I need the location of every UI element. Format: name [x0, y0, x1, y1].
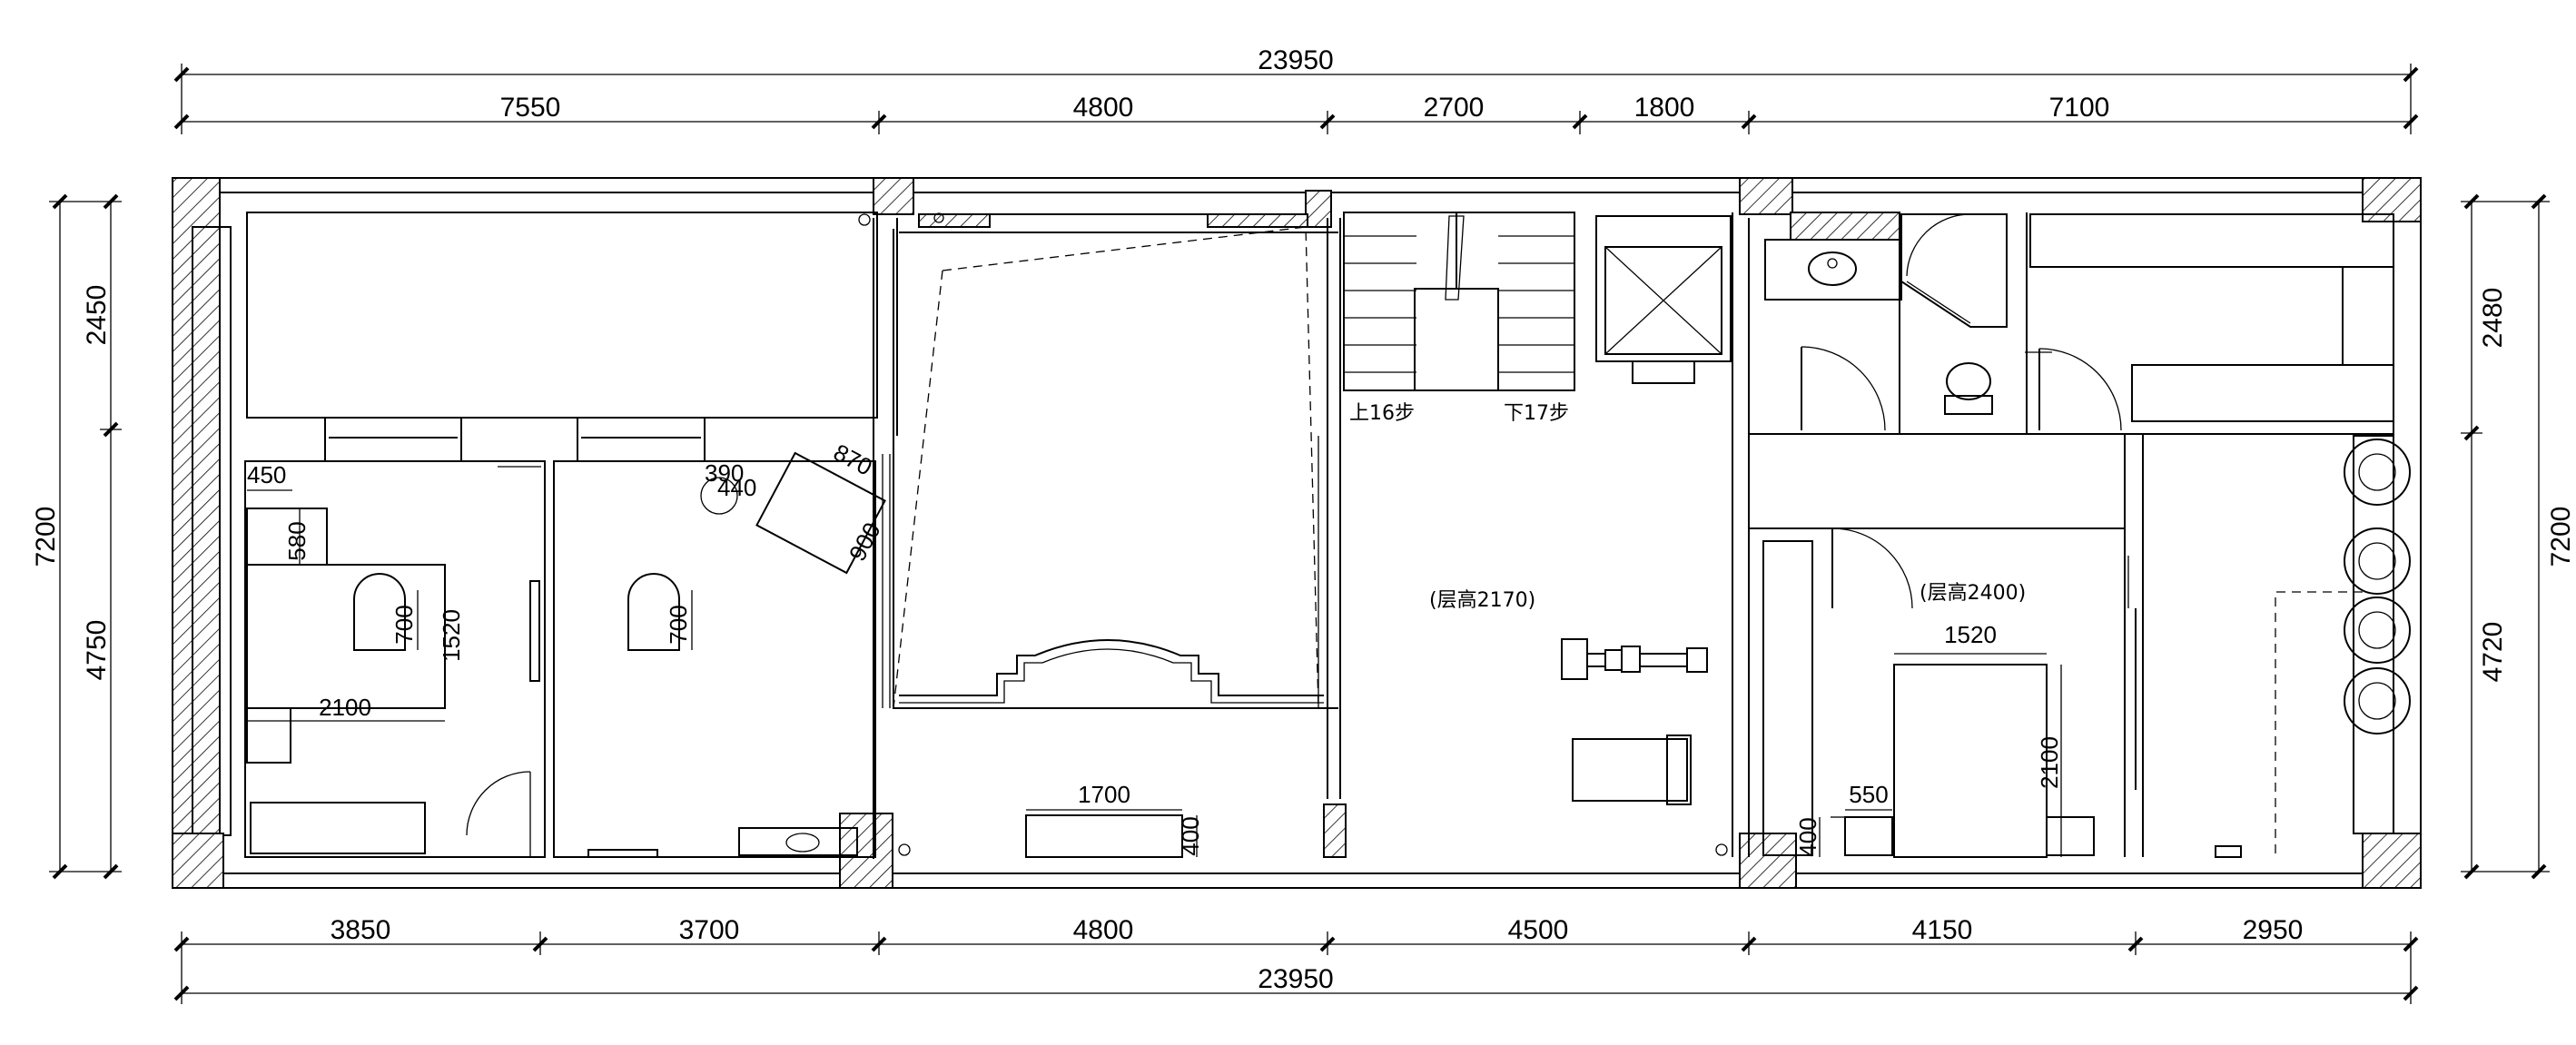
dim-700-left: 700 — [390, 605, 418, 644]
dim-400-living: 400 — [1177, 816, 1204, 855]
dim-440: 440 — [717, 474, 756, 501]
plant-icon — [2344, 439, 2411, 734]
gym-equipment: (层高2170) — [933, 212, 1728, 856]
bathroom — [1764, 212, 2122, 431]
dimension-bottom: 3850 3700 4800 4500 4150 2950 23950 — [173, 915, 2419, 1004]
dim-top-seg-4: 1800 — [1634, 93, 1695, 123]
dim-580: 580 — [283, 521, 311, 560]
living-ceiling-moulding — [893, 213, 1338, 709]
dim-bottom-seg-5: 4150 — [1912, 915, 1973, 945]
dim-top-seg-3: 2700 — [1424, 93, 1485, 123]
dimension-right: 2480 4720 7200 — [2461, 193, 2576, 880]
stairs-down-label: 下17步 — [1504, 402, 1569, 425]
stairs-up-label: 上16步 — [1349, 402, 1415, 425]
dim-450: 450 — [247, 461, 286, 488]
dim-left-total: 7200 — [31, 507, 61, 567]
bedroom-height-label: (层高2400) — [1920, 582, 2026, 605]
dim-right-seg-1: 2480 — [2478, 288, 2508, 349]
storage-cabinets — [2029, 213, 2394, 422]
dim-2100-right: 2100 — [2036, 736, 2063, 789]
dim-550: 550 — [1849, 781, 1888, 808]
gym-height-label: (层高2170) — [1429, 589, 1535, 612]
dim-bottom-seg-2: 3700 — [679, 915, 740, 945]
dim-top-seg-5: 7100 — [2049, 93, 2110, 123]
dim-bottom-seg-3: 4800 — [1073, 915, 1134, 945]
dim-left-seg-2: 4750 — [82, 620, 112, 681]
dim-1700: 1700 — [1078, 781, 1130, 808]
second-bedroom-furniture: 700 390 440 870 900 — [498, 439, 886, 858]
dim-top-seg-2: 4800 — [1073, 93, 1134, 123]
living-bottom-furniture: 1700 400 — [858, 213, 1204, 858]
dim-bottom-seg-1: 3850 — [331, 915, 391, 945]
interior-walls — [244, 212, 2393, 859]
dim-top-seg-1: 7550 — [500, 93, 561, 123]
dim-right-total: 7200 — [2546, 507, 2576, 567]
dim-right-seg-2: 4720 — [2478, 622, 2508, 683]
right-bedroom: (层高2400) 1520 2100 550 400 — [1762, 527, 2137, 858]
dim-top-total: 23950 — [1258, 45, 1333, 75]
dim-390: 390 — [705, 459, 744, 487]
elevator — [1595, 215, 1732, 384]
dim-bottom-seg-6: 2950 — [2243, 915, 2304, 945]
dim-1520-right: 1520 — [1944, 621, 1997, 648]
dim-400-bedroom: 400 — [1794, 817, 1821, 856]
dim-bottom-total: 23950 — [1258, 964, 1333, 994]
dim-left-seg-1: 2450 — [82, 285, 112, 346]
dim-2100-left: 2100 — [319, 694, 371, 721]
dim-bottom-seg-4: 4500 — [1508, 915, 1569, 945]
dim-1520-left: 1520 — [438, 609, 465, 662]
stairs: 上16步 下17步 — [1343, 212, 1575, 425]
left-bedroom-furniture: 450 580 700 1520 2100 — [246, 461, 540, 858]
dimension-left: 7200 2450 4750 — [31, 193, 122, 880]
dim-700-mid: 700 — [665, 605, 692, 644]
outer-walls — [172, 177, 2422, 889]
terrace-planters — [2215, 435, 2394, 858]
dimension-top: 23950 7550 4800 2700 1800 7100 — [173, 45, 2419, 134]
dim-900: 900 — [844, 518, 886, 565]
